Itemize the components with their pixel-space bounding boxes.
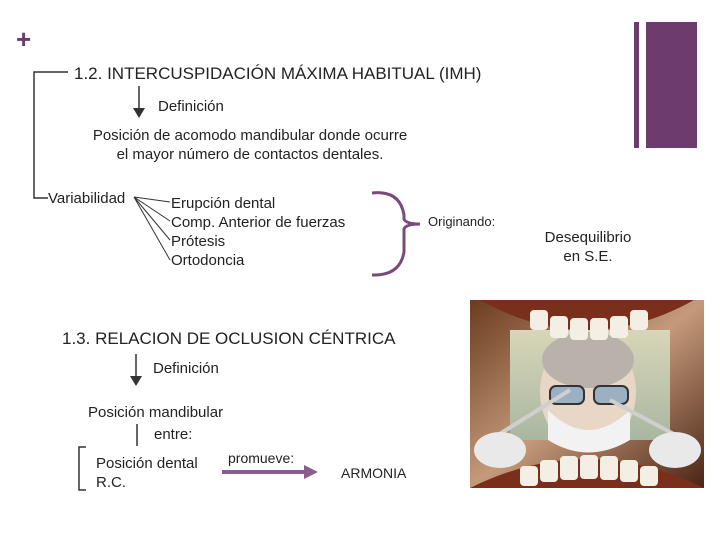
- variability-label: Variabilidad: [48, 190, 126, 207]
- outcome-text: ARMONIA: [341, 465, 407, 481]
- purple-brace: [371, 191, 421, 277]
- item-entry: R.C.: [96, 474, 126, 491]
- result-line-2: en S.E.: [563, 248, 613, 265]
- section2-definition-label: Definición: [153, 360, 219, 377]
- section1-definition-text: Posición de acomodo mandibular donde ocu…: [92, 126, 408, 164]
- definition-arrow-2-head: [130, 376, 142, 386]
- result-line-1: Desequilibrio: [544, 229, 632, 246]
- fan-line-4: [133, 196, 171, 261]
- position-line-1: Posición mandibular: [88, 404, 224, 421]
- fan-line-1: [133, 196, 171, 203]
- items-list: Posición dental R.C.: [96, 454, 198, 492]
- item-entry: Posición dental: [96, 455, 198, 472]
- section1-definition-label: Definición: [158, 98, 224, 115]
- factor-item: Prótesis: [171, 233, 226, 250]
- position-text: Posición mandibular entre:: [88, 403, 223, 444]
- factor-item: Comp. Anterior de fuerzas: [171, 214, 346, 231]
- section2-title: 1.3. RELACION DE OCLUSION CÉNTRICA: [62, 329, 396, 348]
- result-text: Desequilibrio en S.E.: [530, 228, 646, 266]
- dentist-photo-icon: [470, 300, 704, 488]
- fan-line-2: [133, 196, 171, 222]
- factor-item: Erupción dental: [171, 195, 276, 212]
- dentist-photo: [470, 300, 704, 488]
- promotes-arrow-head: [304, 465, 318, 479]
- definition-arrow-1-head: [133, 108, 145, 118]
- fan-line-3: [133, 196, 171, 241]
- promotes-label: promueve:: [228, 450, 295, 466]
- accent-bar-thick: [646, 22, 697, 148]
- left-bracket-line: [33, 71, 68, 199]
- factor-item: Ortodoncia: [171, 252, 245, 269]
- originating-label: Originando:: [428, 214, 496, 229]
- promotes-arrow-shaft: [222, 470, 306, 474]
- items-bracket: [78, 446, 86, 491]
- accent-bar-thin: [634, 22, 639, 148]
- position-line-2: entre:: [154, 426, 193, 443]
- definition-line-2: el mayor número de contactos dentales.: [116, 146, 384, 163]
- definition-line-1: Posición de acomodo mandibular donde ocu…: [92, 127, 408, 144]
- section1-title: 1.2. INTERCUSPIDACIÓN MÁXIMA HABITUAL (I…: [74, 64, 482, 83]
- factors-list: Erupción dental Comp. Anterior de fuerza…: [171, 194, 345, 270]
- plus-mark: +: [16, 24, 32, 54]
